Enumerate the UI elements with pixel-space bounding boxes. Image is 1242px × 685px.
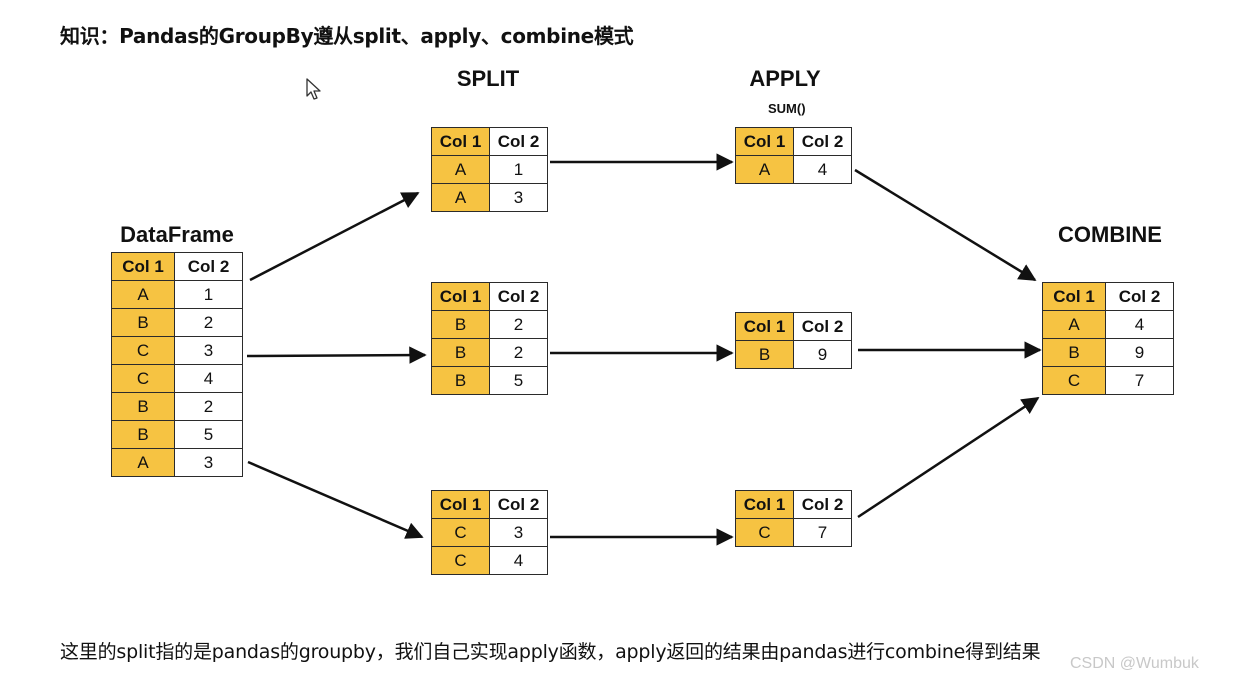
key-cell: B — [431, 338, 490, 367]
value-cell: 2 — [174, 308, 243, 337]
column-header: Col 1 — [431, 282, 490, 311]
combine-label: COMBINE — [1058, 222, 1162, 247]
column-header: Col 1 — [111, 252, 175, 281]
key-cell: B — [111, 420, 175, 449]
column-header: Col 1 — [431, 490, 490, 519]
value-cell: 2 — [489, 310, 548, 339]
key-cell: A — [1042, 310, 1106, 339]
key-cell: C — [431, 546, 490, 575]
arrow-df-to-split-b — [246, 346, 427, 364]
arrow-df-to-split-c — [247, 460, 424, 539]
value-cell: 1 — [174, 280, 243, 309]
mouse-cursor-icon — [306, 78, 321, 100]
value-cell: 2 — [174, 392, 243, 421]
key-cell: A — [735, 155, 794, 184]
value-cell: 7 — [1105, 366, 1174, 395]
footer-caption: 这里的split指的是pandas的groupby，我们自己实现apply函数，… — [60, 641, 1041, 663]
key-cell: A — [111, 448, 175, 477]
column-header: Col 2 — [793, 490, 852, 519]
value-cell: 3 — [174, 336, 243, 365]
key-cell: B — [431, 366, 490, 395]
page-heading: 知识：Pandas的GroupBy遵从split、apply、combine模式 — [60, 24, 634, 48]
value-cell: 5 — [174, 420, 243, 449]
key-cell: B — [735, 340, 794, 369]
value-cell: 9 — [793, 340, 852, 369]
key-cell: C — [111, 336, 175, 365]
key-cell: B — [1042, 338, 1106, 367]
arrow-apply-c-to-combine — [857, 396, 1040, 519]
apply-function-label: SUM() — [768, 101, 806, 116]
dataframe-label: DataFrame — [120, 222, 234, 247]
value-cell: 4 — [793, 155, 852, 184]
column-header: Col 2 — [174, 252, 243, 281]
value-cell: 7 — [793, 518, 852, 547]
column-header: Col 2 — [489, 490, 548, 519]
key-cell: C — [1042, 366, 1106, 395]
value-cell: 4 — [1105, 310, 1174, 339]
value-cell: 4 — [489, 546, 548, 575]
arrow-apply-a-to-combine — [854, 168, 1037, 282]
column-header: Col 2 — [1105, 282, 1174, 311]
value-cell: 3 — [174, 448, 243, 477]
value-cell: 5 — [489, 366, 548, 395]
value-cell: 3 — [489, 518, 548, 547]
column-header: Col 2 — [489, 282, 548, 311]
key-cell: A — [431, 183, 490, 212]
split-label: SPLIT — [456, 66, 520, 91]
key-cell: B — [111, 308, 175, 337]
apply-label: APPLY — [749, 66, 821, 91]
arrow-df-to-split-a — [249, 191, 420, 282]
value-cell: 9 — [1105, 338, 1174, 367]
value-cell: 3 — [489, 183, 548, 212]
key-cell: B — [111, 392, 175, 421]
column-header: Col 2 — [489, 127, 548, 156]
key-cell: A — [431, 155, 490, 184]
column-header: Col 1 — [735, 490, 794, 519]
key-cell: A — [111, 280, 175, 309]
value-cell: 2 — [489, 338, 548, 367]
watermark: CSDN @Wumbuk — [1070, 655, 1199, 672]
key-cell: C — [431, 518, 490, 547]
key-cell: C — [111, 364, 175, 393]
column-header: Col 2 — [793, 127, 852, 156]
key-cell: C — [735, 518, 794, 547]
